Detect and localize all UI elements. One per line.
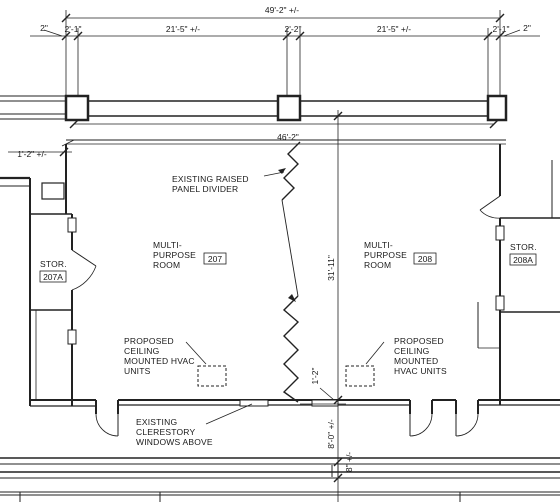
dim-column-middle: 2'-2" <box>285 24 302 34</box>
room-label-line: STOR. <box>40 259 67 269</box>
room-label-208: MULTI- PURPOSE ROOM 208 <box>364 240 437 270</box>
note-line: PROPOSED <box>124 336 174 346</box>
interior-width-dimension <box>69 119 499 129</box>
dim-overall: 49'-2" +/- <box>265 5 299 15</box>
room-number: 207 <box>208 254 222 264</box>
room-label-line: STOR. <box>510 242 537 252</box>
room-label-line: MULTI- <box>153 240 182 250</box>
note-line: UNITS <box>124 366 151 376</box>
room-label-208a: STOR. 208A <box>509 242 537 266</box>
dim-room-depth: 31'-11" <box>326 255 336 281</box>
panel-divider-lower <box>282 295 300 403</box>
dim-bay-right: 21'-5" +/- <box>377 24 411 34</box>
left-exterior-walls <box>0 95 66 187</box>
dim-wall-left: 2" <box>40 23 48 33</box>
room-number-box <box>509 253 537 266</box>
dim-wall-right: 2" <box>523 23 531 33</box>
room-label-line: ROOM <box>153 260 180 270</box>
dim-column-right: 2'-1" <box>493 24 510 34</box>
room-label-207a: STOR. 207A <box>39 259 67 283</box>
note-line: PANEL DIVIDER <box>172 184 238 194</box>
room-label-line: PURPOSE <box>153 250 196 260</box>
divider-track <box>281 199 299 297</box>
note-line: CEILING <box>394 346 429 356</box>
note-line: PROPOSED <box>394 336 444 346</box>
top-wall <box>64 94 508 145</box>
dim-bottom-small: 8" +/- <box>344 452 354 472</box>
room-number: 208 <box>418 254 432 264</box>
room-label-line: ROOM <box>364 260 391 270</box>
room-label-207: MULTI- PURPOSE ROOM 207 <box>153 240 227 270</box>
room-number-box <box>203 252 227 265</box>
top-dimension-lines <box>30 10 540 96</box>
note-line: EXISTING RAISED <box>172 174 249 184</box>
room-label-line: MULTI- <box>364 240 393 250</box>
note-line: HVAC UNITS <box>394 366 447 376</box>
room-number: 207A <box>43 272 63 282</box>
note-hvac-right: PROPOSED CEILING MOUNTED HVAC UNITS <box>394 336 447 376</box>
hvac-unit-left <box>197 365 227 387</box>
room-label-line: PURPOSE <box>364 250 407 260</box>
divider-arrows <box>278 168 296 302</box>
note-line: EXISTING <box>136 417 177 427</box>
room-number-box <box>413 252 437 265</box>
room-number: 208A <box>513 255 533 265</box>
dim-bottom-offset: 1'-2" <box>310 368 320 385</box>
note-divider: EXISTING RAISED PANEL DIVIDER <box>172 174 249 194</box>
note-hvac-left: PROPOSED CEILING MOUNTED HVAC UNITS <box>124 336 195 376</box>
room-walls <box>29 144 560 406</box>
hvac-unit-right <box>345 365 375 387</box>
dim-corridor-depth: 8'-0" +/- <box>326 419 336 449</box>
room-number-box <box>39 270 67 283</box>
note-line: CEILING <box>124 346 159 356</box>
note-line: MOUNTED HVAC <box>124 356 195 366</box>
note-line: WINDOWS ABOVE <box>136 437 213 447</box>
note-clerestory: EXISTING CLERESTORY WINDOWS ABOVE <box>136 417 213 447</box>
note-line: CLERESTORY <box>136 427 195 437</box>
bottom-wall <box>30 399 560 437</box>
note-line: MOUNTED <box>394 356 438 366</box>
dim-interior-width: 46'-2" <box>277 132 299 142</box>
dim-bay-left: 21'-5" +/- <box>166 24 200 34</box>
lower-exterior-band <box>0 457 560 502</box>
dim-left-offset: 1'-2" +/- <box>17 149 47 159</box>
leader-lines <box>185 171 385 425</box>
dim-column-left: 2'-1" <box>65 24 82 34</box>
room-depth-dimension <box>300 110 346 502</box>
panel-divider <box>281 141 301 201</box>
